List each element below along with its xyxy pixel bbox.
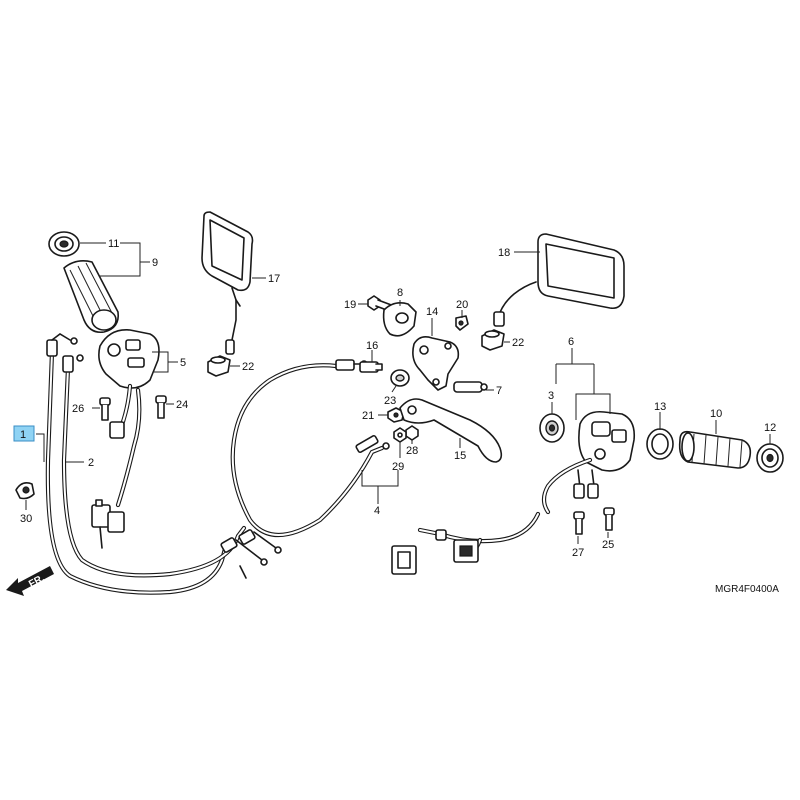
left-switch-housing <box>98 329 160 508</box>
cable-adjuster-ends <box>220 529 282 579</box>
clutch-cable-4 <box>230 359 390 538</box>
left-harness-connectors <box>91 499 125 549</box>
callout-16: 16 <box>366 340 378 352</box>
screw-25 <box>603 507 615 531</box>
lever-clamp-8 <box>382 302 417 337</box>
nut-28 <box>405 425 419 441</box>
throttle-cable-1 <box>45 333 229 595</box>
screw-24 <box>155 395 167 419</box>
throttle-cable-2 <box>61 354 247 578</box>
callout-26: 26 <box>72 403 84 415</box>
callout-1-highlight <box>13 425 35 442</box>
callout-9: 9 <box>152 257 158 269</box>
callout-1: 1 <box>20 429 26 441</box>
callout-29: 29 <box>392 461 404 473</box>
right-switch-housing <box>541 410 636 515</box>
front-direction-arrow: FR. <box>6 566 54 596</box>
grip-end-cap-left <box>48 231 80 257</box>
pivot-bolt-21 <box>387 407 405 423</box>
mirror-nut-left-22 <box>207 355 231 377</box>
grip-end-cap-right <box>756 443 784 473</box>
callout-6: 6 <box>568 336 574 348</box>
callout-11: 11 <box>108 238 119 250</box>
callout-15: 15 <box>454 450 466 462</box>
callout-labels: 11 9 17 5 22 26 24 2 1 30 19 8 14 20 16 … <box>13 238 776 559</box>
callout-21: 21 <box>362 410 374 422</box>
mirror-nut-right-22 <box>481 329 505 351</box>
callout-7: 7 <box>496 385 502 397</box>
callout-5: 5 <box>180 357 186 369</box>
mirror-left <box>201 211 254 355</box>
screw-20 <box>455 315 469 331</box>
callout-24: 24 <box>176 399 188 411</box>
callout-8: 8 <box>397 287 403 299</box>
collar-23 <box>390 369 410 387</box>
grip-collar-13 <box>646 428 674 460</box>
bolt-16 <box>359 361 383 373</box>
clutch-lever-15 <box>399 398 503 463</box>
callout-14: 14 <box>426 306 438 318</box>
grip-left <box>63 260 120 334</box>
callout-19: 19 <box>344 299 356 311</box>
callout-10: 10 <box>710 408 722 420</box>
throttle-collar-3 <box>539 413 565 443</box>
lever-bracket-14 <box>412 336 460 391</box>
callout-20: 20 <box>456 299 468 311</box>
callout-17: 17 <box>268 273 280 285</box>
callout-22-right: 22 <box>512 337 524 349</box>
screw-26 <box>99 397 111 421</box>
nut-29 <box>393 427 407 443</box>
callout-27: 27 <box>572 547 584 559</box>
right-harness <box>391 511 541 575</box>
callout-2: 2 <box>88 457 94 469</box>
mirror-right <box>493 233 625 327</box>
callout-12: 12 <box>764 422 776 434</box>
callout-3: 3 <box>548 390 554 402</box>
callout-28: 28 <box>406 445 418 457</box>
callout-13: 13 <box>654 401 666 413</box>
callout-4: 4 <box>374 505 380 517</box>
clutch-switch-7 <box>453 381 488 393</box>
callout-23: 23 <box>384 395 396 407</box>
grip-right <box>678 430 752 469</box>
cable-clamp-30 <box>15 482 35 500</box>
callout-30: 30 <box>20 513 32 525</box>
callout-25: 25 <box>602 539 614 551</box>
callout-18: 18 <box>498 247 510 259</box>
callout-22-left: 22 <box>242 361 254 373</box>
leader-lines <box>25 242 771 544</box>
screw-27 <box>573 511 585 535</box>
diagram-code: MGR4F0400A <box>715 584 779 595</box>
